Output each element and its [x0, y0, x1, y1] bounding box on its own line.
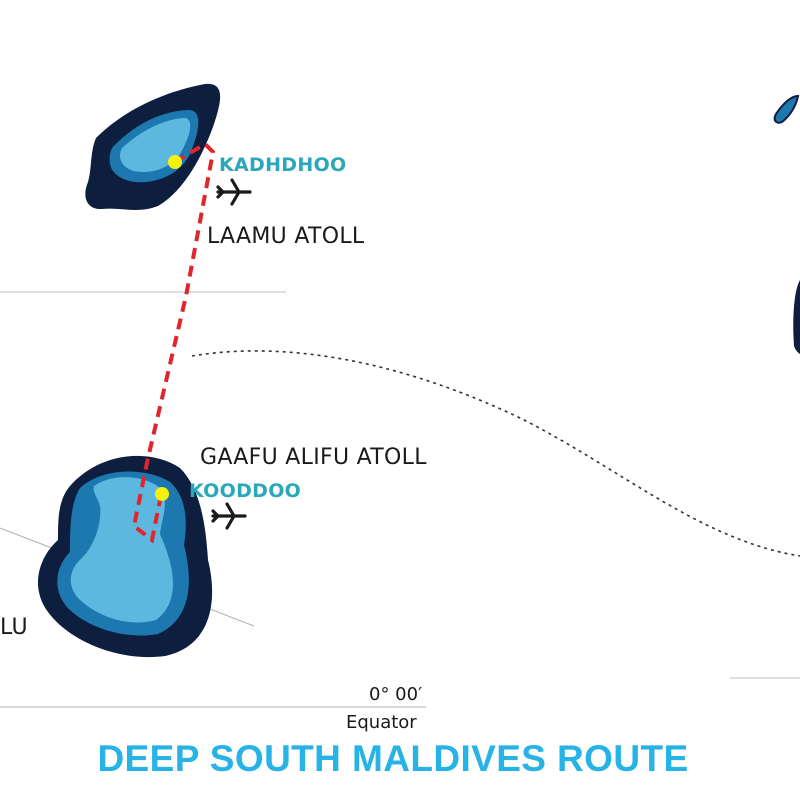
- island-label-kadhdhoo: KADHDHOO: [219, 154, 347, 176]
- map-title: DEEP SOUTH MALDIVES ROUTE: [97, 738, 689, 779]
- atoll-label-partial: LU: [0, 615, 28, 640]
- laamu-atoll-shape: [85, 83, 221, 210]
- gaafu-alifu-atoll-shape: [37, 455, 213, 658]
- dotted-channel-line: [191, 350, 800, 557]
- partial-atoll-right-edge: [793, 280, 800, 354]
- equator-label: Equator: [346, 712, 417, 733]
- airport-marker-kadhdhoo: [168, 155, 182, 169]
- partial-atoll-top-right: [773, 94, 800, 124]
- airplane-icon: [216, 178, 252, 206]
- airplane-icon: [211, 502, 247, 530]
- flight-route-line: [131, 141, 216, 544]
- airport-marker-kooddoo: [155, 487, 169, 501]
- atoll-label-gaafu-alifu: GAAFU ALIFU ATOLL: [200, 445, 427, 470]
- island-label-kooddoo: KOODDOO: [189, 480, 302, 502]
- atoll-label-laamu: LAAMU ATOLL: [207, 224, 365, 249]
- equator-coordinate: 0° 00′: [369, 684, 423, 705]
